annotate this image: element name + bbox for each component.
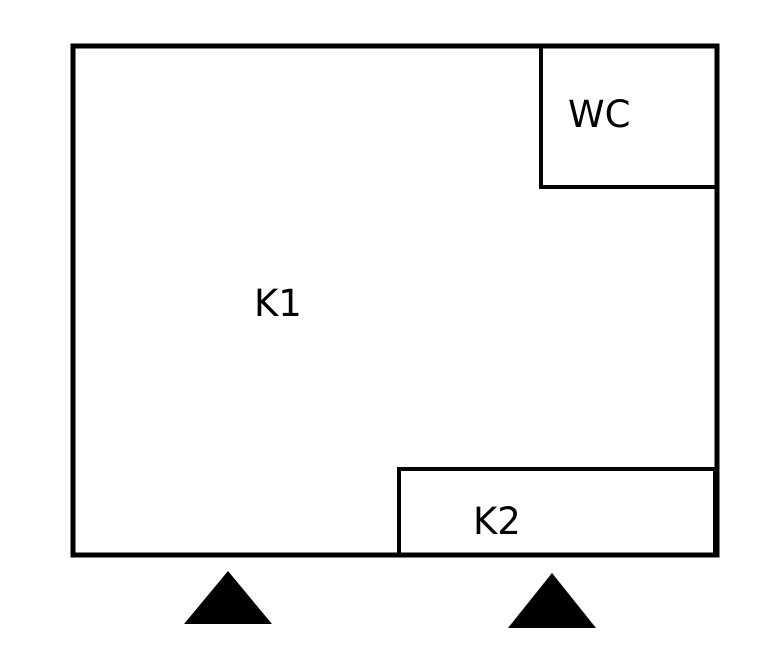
entrance-marker-right-triangle-icon	[508, 573, 596, 628]
room-label-wc: WC	[568, 93, 630, 136]
k2-room-wall	[397, 467, 717, 555]
room-label-k2: K2	[473, 500, 521, 543]
room-label-k1: K1	[254, 282, 302, 325]
entrance-marker-left-triangle-icon	[184, 571, 272, 624]
wc-room-wall	[539, 46, 717, 189]
outer-wall	[70, 43, 720, 558]
